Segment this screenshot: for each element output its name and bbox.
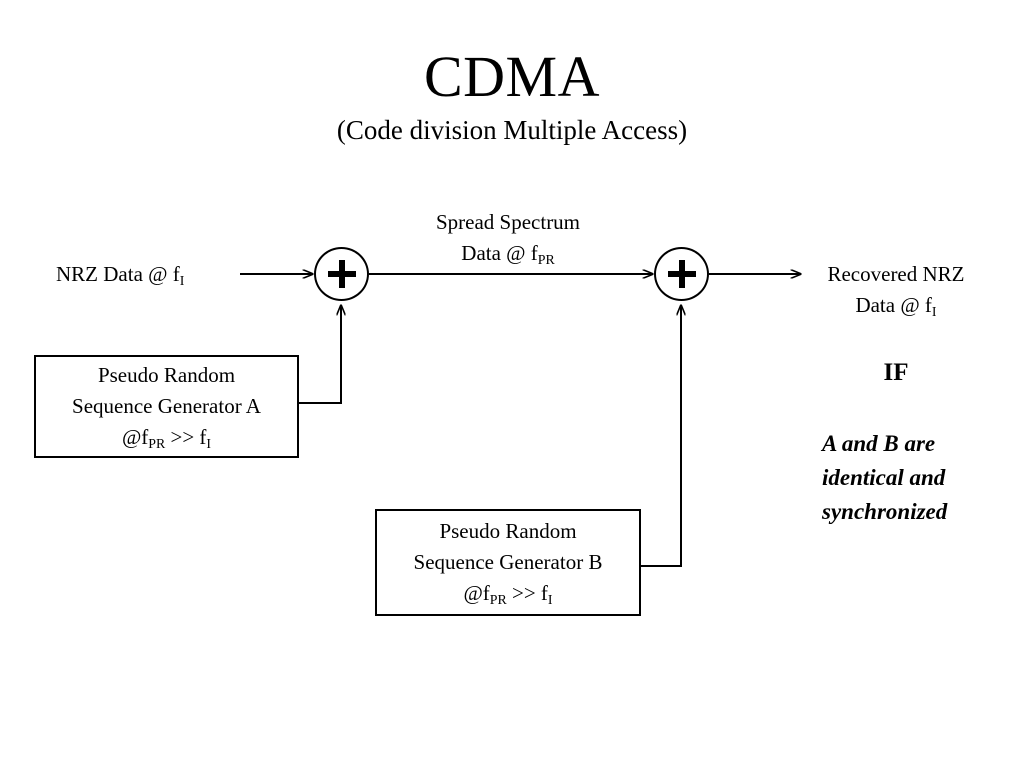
spread-spectrum-label: Spread Spectrum Data @ fPR: [388, 207, 628, 269]
plus-icon: [327, 260, 356, 288]
input-signal-label: NRZ Data @ fI: [56, 259, 184, 290]
generator-b-line3-sub1: PR: [489, 591, 507, 607]
spread-spectrum-line2: Data @ fPR: [388, 238, 628, 269]
condition-keyword: IF: [883, 359, 909, 386]
generator-a-line3-sub2: I: [206, 435, 212, 451]
generator-b-line3: @fPR >> fI: [463, 578, 552, 609]
generator-a-box[interactable]: Pseudo Random Sequence Generator A @fPR …: [34, 355, 299, 458]
output-signal-line1: Recovered NRZ: [827, 262, 965, 286]
input-signal-text: NRZ Data @ f: [56, 262, 180, 286]
summer-b[interactable]: [654, 247, 709, 301]
wire-generator-b-to-summer-b: [641, 305, 681, 567]
spread-spectrum-line1: Spread Spectrum: [435, 210, 581, 234]
page-title: CDMA: [423, 44, 601, 109]
generator-b-line1: Pseudo Random: [439, 519, 577, 543]
output-signal-line2-subscript: I: [931, 303, 937, 319]
output-signal-line2: Data @ fI: [808, 290, 984, 321]
generator-a-line3-pre: @f: [121, 425, 149, 449]
condition-line3: synchronized: [822, 499, 948, 524]
summer-a[interactable]: [314, 247, 369, 301]
generator-b-line3-pre: @f: [463, 581, 490, 605]
generator-b-line2: Sequence Generator B: [413, 550, 603, 574]
generator-a-line3-sub1: PR: [148, 435, 166, 451]
output-signal-line2-text: Data @ f: [855, 293, 932, 317]
input-signal-subscript: I: [179, 272, 185, 288]
generator-a-line2: Sequence Generator A: [72, 394, 261, 418]
page-subtitle: (Code division Multiple Access): [336, 115, 688, 145]
wire-generator-a-to-summer-a: [299, 305, 341, 404]
condition-text: A and B are identical and synchronized: [822, 427, 947, 529]
plus-icon: [667, 260, 696, 288]
generator-b-box[interactable]: Pseudo Random Sequence Generator B @fPR …: [375, 509, 641, 616]
generator-a-line3-mid: >> f: [165, 425, 207, 449]
spread-spectrum-line2-text: Data @ f: [461, 241, 538, 265]
generator-a-line3: @fPR >> fI: [122, 422, 211, 453]
condition-line2: identical and: [822, 465, 946, 490]
spread-spectrum-line2-subscript: PR: [537, 251, 555, 267]
condition-line1: A and B are: [822, 431, 936, 456]
generator-b-line3-mid: >> f: [506, 581, 548, 605]
output-signal-label: Recovered NRZ Data @ fI: [808, 259, 984, 321]
generator-b-line3-sub2: I: [547, 591, 553, 607]
generator-a-line1: Pseudo Random: [97, 363, 236, 387]
